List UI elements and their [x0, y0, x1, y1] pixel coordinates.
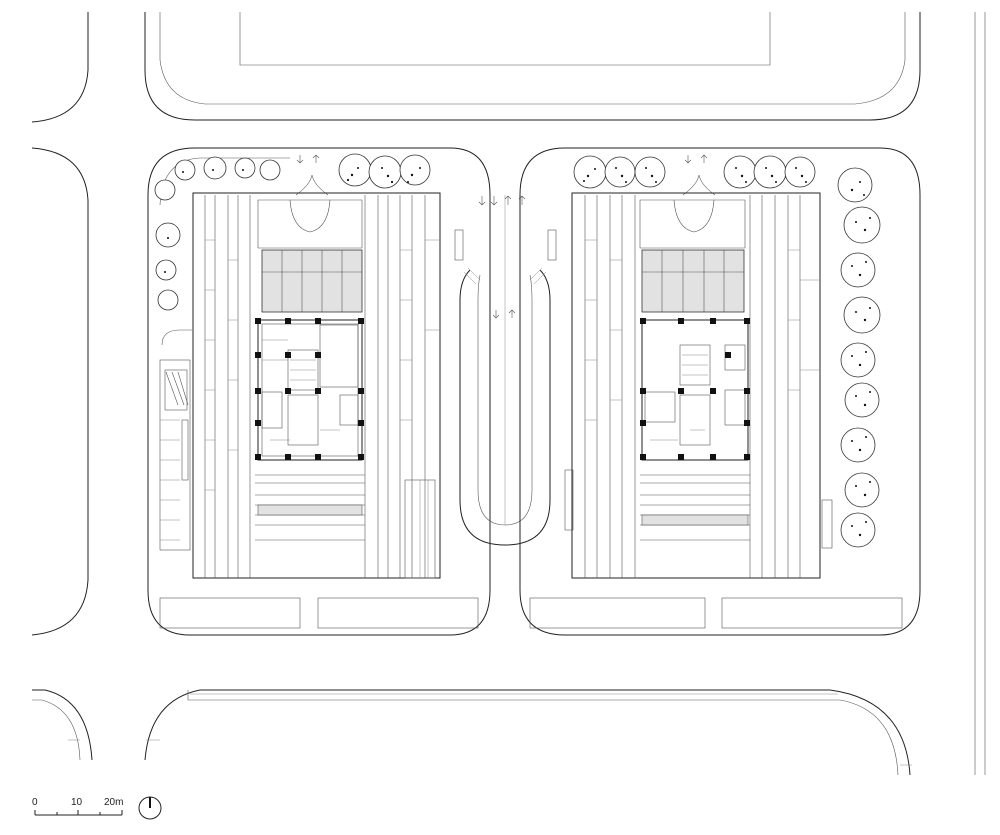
street-kerbs: [31, 12, 986, 776]
scale-bar: [34, 810, 123, 816]
north-arrow-icon: [138, 796, 162, 820]
left-plot: [147, 147, 491, 636]
right-plot: [519, 147, 921, 636]
scale-label-10: 10: [71, 797, 83, 808]
scale-label-20m: 20m: [104, 797, 124, 808]
scale-label-0: 0: [32, 797, 38, 808]
central-drive-loop: [296, 154, 708, 546]
trees: [154, 153, 881, 548]
